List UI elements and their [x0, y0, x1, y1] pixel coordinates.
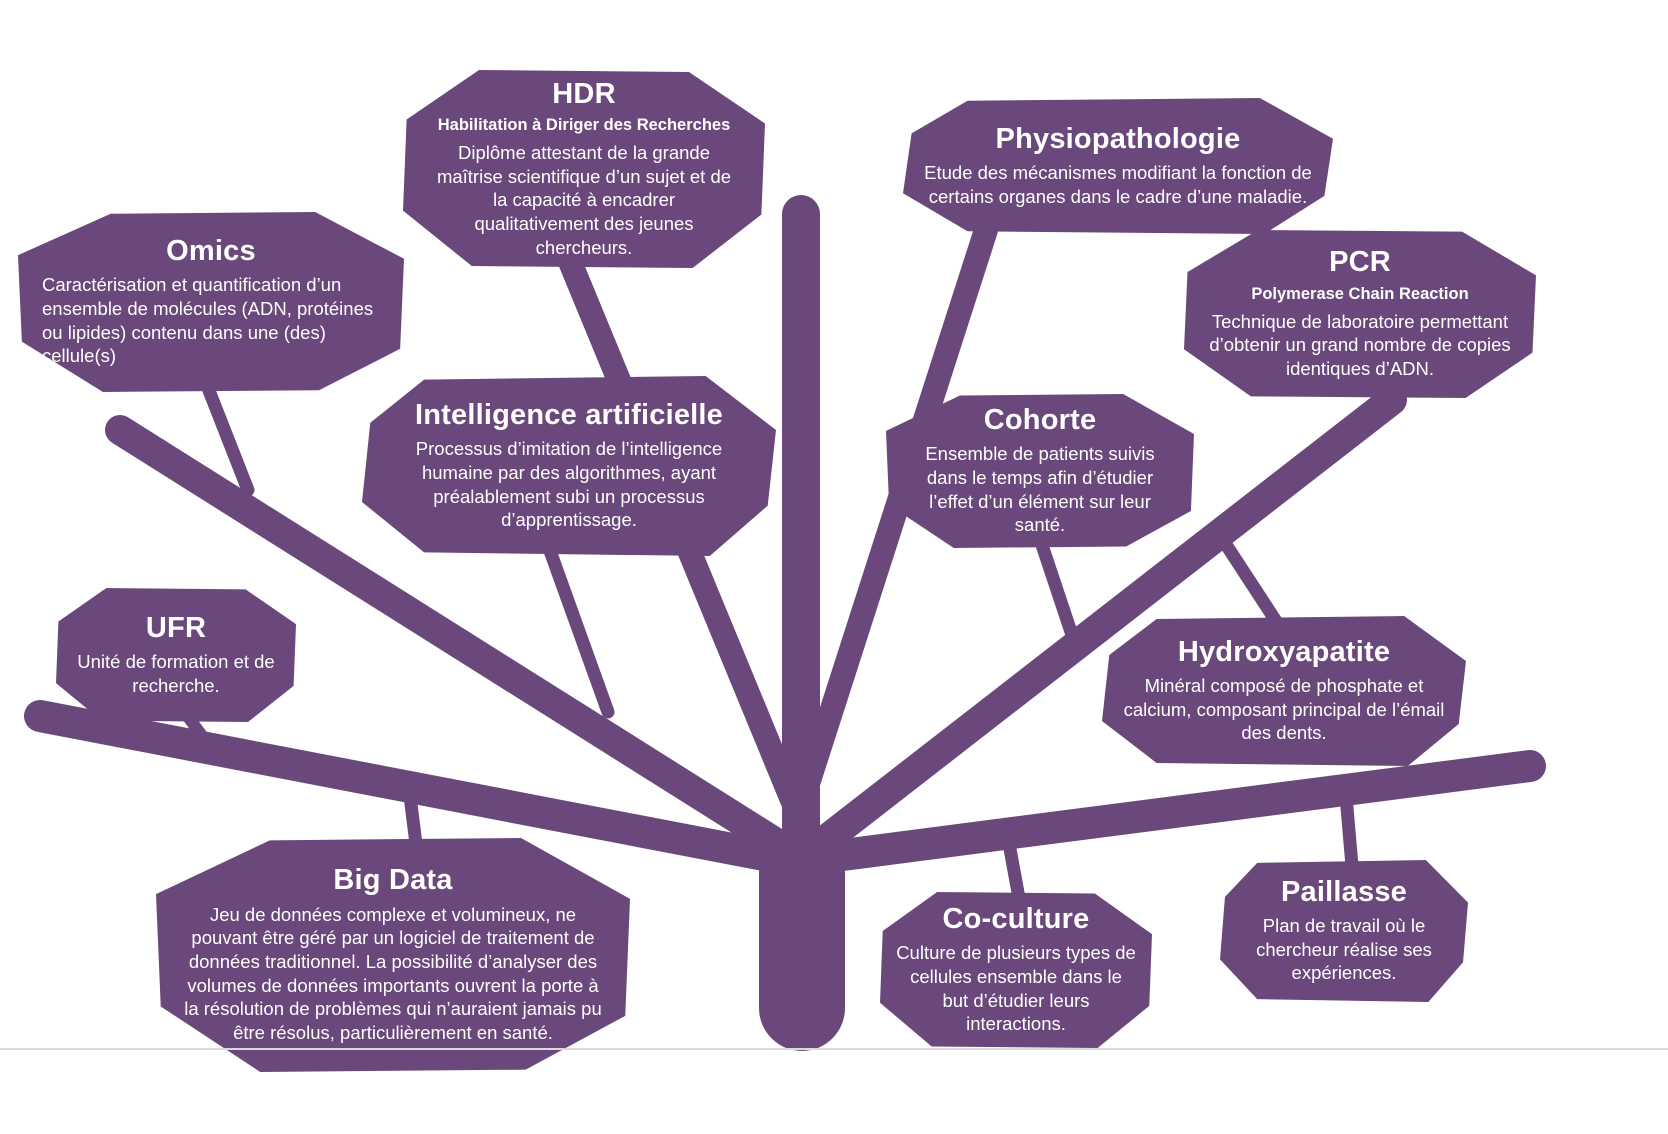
tree-branch-physiopathologie: [794, 218, 998, 802]
term-bubble-paillasse: Paillasse Plan de travail où le chercheu…: [1220, 860, 1468, 1002]
term-title: Intelligence artificielle: [415, 399, 723, 431]
tree-branch-upper-right: [790, 385, 1407, 871]
tree-branch-upper-left: [105, 415, 815, 873]
term-description: Etude des mécanismes modifiant la foncti…: [924, 161, 1312, 207]
term-title: Paillasse: [1281, 875, 1407, 908]
term-bubble-physiopathologie: Physiopathologie Etude des mécanismes mo…: [903, 98, 1333, 234]
connector-paillasse: [1339, 789, 1359, 873]
term-bubble-pcr: PCR Polymerase Chain Reaction Technique …: [1184, 230, 1536, 398]
term-bubble-omics: Omics Caractérisation et quantification …: [18, 212, 404, 392]
term-bubble-co-culture: Co-culture Culture de plusieurs types de…: [880, 892, 1152, 1048]
term-title: Big Data: [333, 864, 453, 897]
term-title: Omics: [166, 235, 256, 267]
term-title: Co-culture: [942, 903, 1090, 935]
term-description: Culture de plusieurs types de cellules e…: [896, 942, 1136, 1035]
term-bubble-ufr: UFR Unité de formation et de recherche.: [56, 588, 296, 722]
page-divider: [0, 1048, 1668, 1050]
term-description: Jeu de données complexe et volumineux, n…: [184, 903, 602, 1043]
term-description: Minéral composé de phosphate et calcium,…: [1123, 675, 1445, 744]
term-bubble-hdr: HDR Habilitation à Diriger des Recherche…: [403, 70, 765, 268]
connector-cohorte: [1034, 535, 1084, 657]
term-title: Hydroxyapatite: [1177, 635, 1391, 668]
term-title: PCR: [1329, 246, 1391, 279]
term-bubble-cohorte: Cohorte Ensemble de patients suivis dans…: [886, 394, 1194, 548]
connector-intelligence-artificielle: [542, 541, 615, 719]
connector-co-culture: [1001, 831, 1026, 905]
term-title: Cohorte: [983, 404, 1097, 436]
term-description: Unité de formation et de recherche.: [77, 650, 275, 696]
tree-branch-left: [24, 700, 816, 878]
term-description: Processus d’imitation de l’intelligence …: [415, 438, 723, 531]
term-bubble-big-data: Big Data Jeu de données complexe et volu…: [156, 838, 630, 1072]
term-description: Caractérisation et quantification d’un e…: [42, 274, 374, 367]
term-subtitle: Habilitation à Diriger des Recherches: [437, 116, 731, 134]
term-description: Ensemble de patients suivis dans le temp…: [925, 443, 1155, 536]
term-subtitle: Polymerase Chain Reaction: [1251, 284, 1469, 303]
term-description: Technique de laboratoire permettant d’ob…: [1209, 310, 1511, 379]
term-title: Physiopathologie: [995, 122, 1241, 155]
term-description: Diplôme attestant de la grande maîtrise …: [436, 141, 732, 258]
connector-omics: [201, 381, 255, 497]
term-title: UFR: [145, 611, 207, 644]
tree-branch-right: [788, 750, 1546, 876]
term-bubble-intelligence-artificielle: Intelligence artificielle Processus d’im…: [362, 376, 776, 556]
term-bubble-hydroxyapatite: Hydroxyapatite Minéral composé de phosph…: [1102, 616, 1466, 766]
connector-big-data: [402, 781, 423, 851]
term-description: Plan de travail où le chercheur réalise …: [1256, 915, 1432, 984]
term-title: HDR: [552, 77, 616, 110]
